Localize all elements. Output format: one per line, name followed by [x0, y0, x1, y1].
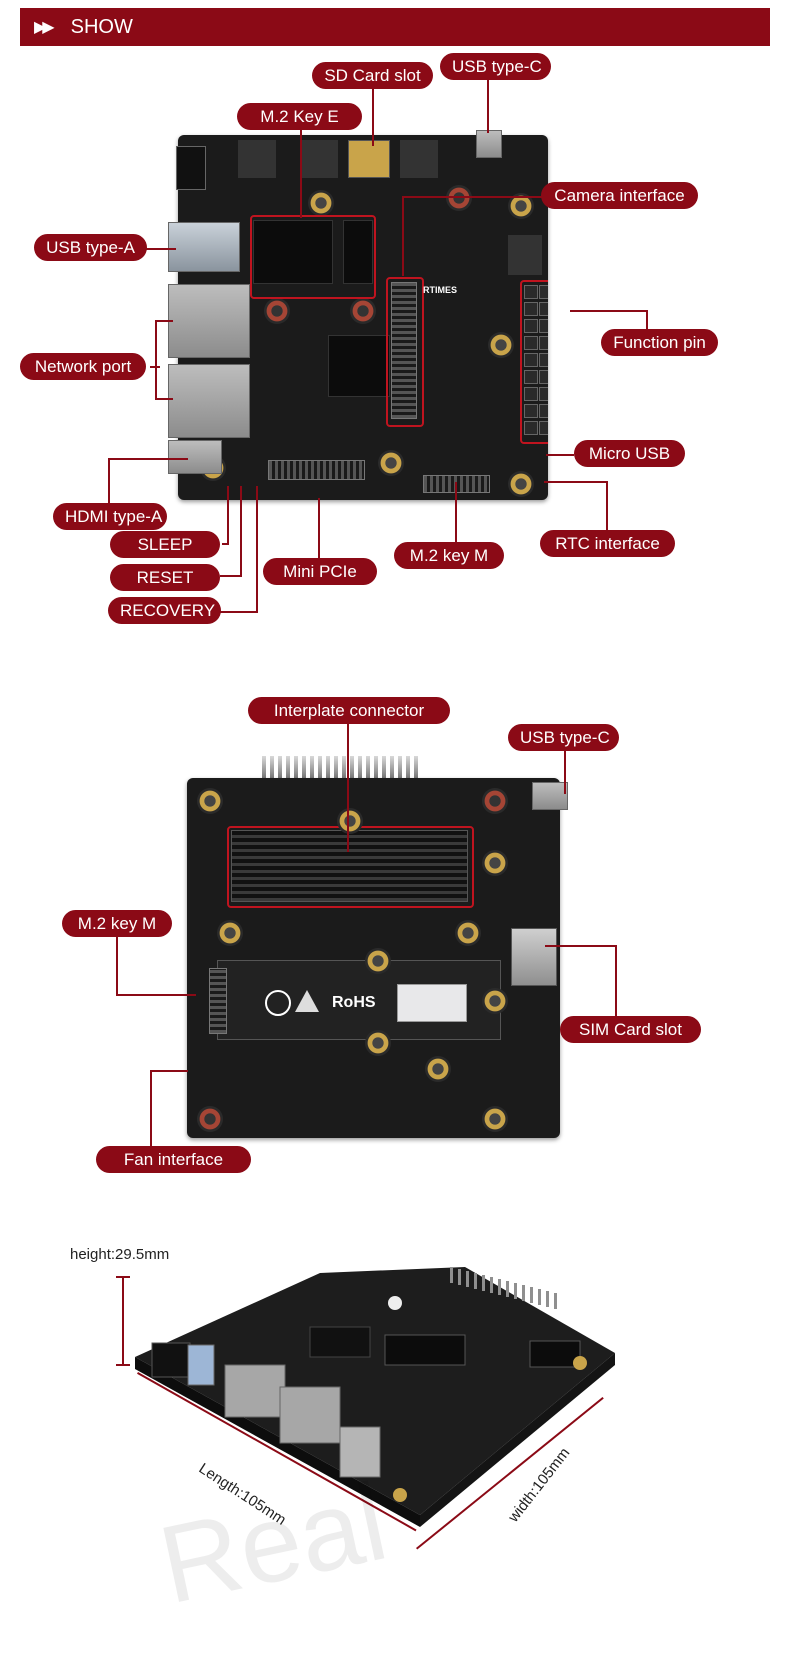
- pb-free-icon: [265, 990, 291, 1016]
- label-usb-type-c-bottom: USB type-C: [508, 724, 619, 751]
- section-title: SHOW: [70, 15, 133, 38]
- label-camera-interface: Camera interface: [541, 182, 698, 209]
- label-m2-key-m-bottom: M.2 key M: [62, 910, 172, 937]
- label-micro-usb: Micro USB: [574, 440, 685, 467]
- bottom-board-image: RoHS: [187, 778, 560, 1138]
- label-sleep: SLEEP: [110, 531, 220, 558]
- label-interplate-connector: Interplate connector: [248, 697, 450, 724]
- usb-c-port: [476, 130, 502, 158]
- label-usb-type-a: USB type-A: [34, 234, 147, 261]
- power-jack: [176, 146, 206, 190]
- header-pins: [262, 756, 418, 778]
- top-board-image: RTIMES: [178, 135, 548, 500]
- esd-warning-icon: [295, 990, 319, 1012]
- label-usb-type-c: USB type-C: [440, 53, 551, 80]
- label-reset: RESET: [110, 564, 220, 591]
- bottom-usb-c-port: [532, 782, 568, 810]
- label-function-pin: Function pin: [601, 329, 718, 356]
- network-port-2: [168, 364, 250, 438]
- board-3d-view: [135, 1267, 615, 1527]
- label-mini-pcie: Mini PCIe: [263, 558, 377, 585]
- label-hdmi-type-a: HDMI type-A: [53, 503, 167, 530]
- section-header: ▶▶ SHOW: [20, 8, 770, 46]
- usb-type-a-port: [168, 222, 240, 272]
- label-sd-card-slot: SD Card slot: [312, 62, 433, 89]
- board-logo: RTIMES: [423, 285, 458, 295]
- label-rtc-interface: RTC interface: [540, 530, 675, 557]
- label-network-port: Network port: [20, 353, 146, 380]
- hdmi-port: [168, 440, 222, 474]
- label-m2-key-m: M.2 key M: [394, 542, 504, 569]
- dimension-height: height:29.5mm: [70, 1246, 170, 1263]
- double-arrow-icon: ▶▶: [34, 19, 55, 36]
- rohs-sticker: RoHS: [332, 994, 376, 1011]
- label-recovery: RECOVERY: [108, 597, 221, 624]
- network-port-1: [168, 284, 250, 358]
- label-fan-interface: Fan interface: [96, 1146, 251, 1173]
- label-m2-key-e: M.2 Key E: [237, 103, 362, 130]
- label-sim-card-slot: SIM Card slot: [560, 1016, 701, 1043]
